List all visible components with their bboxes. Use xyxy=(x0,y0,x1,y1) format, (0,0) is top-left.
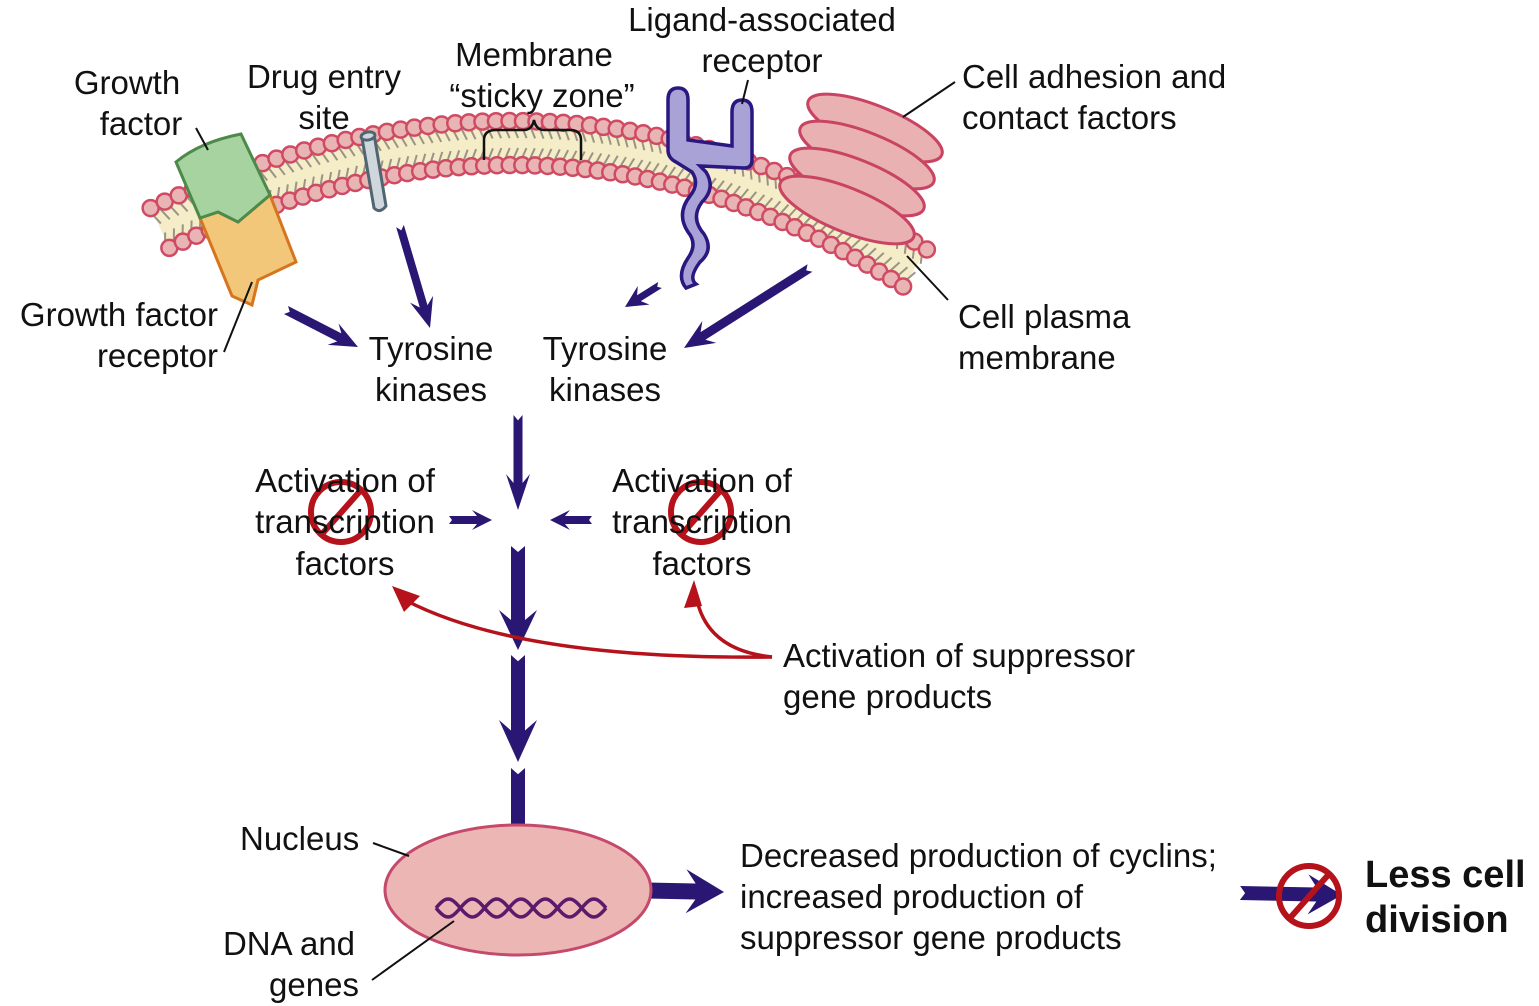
leader-growth-factor xyxy=(195,127,209,151)
suppressor-arrows xyxy=(392,580,773,659)
cell-adhesion-factors xyxy=(778,92,944,246)
label-transcription-right: Activation of xyxy=(612,462,793,499)
ligand-associated-receptor xyxy=(666,86,754,291)
sticky-zone-brace xyxy=(482,119,583,160)
receptor-y-head xyxy=(666,86,754,291)
label-outcome: Decreased production of cyclins; xyxy=(740,837,1217,874)
label-suppressor-products: Activation of suppressor xyxy=(783,637,1135,674)
arrow-receptor-to-kinase xyxy=(283,305,358,347)
label-growth-factor: Growth xyxy=(74,64,180,101)
label-cell-adhesion: contact factors xyxy=(962,99,1177,136)
drug-entry-site-channel xyxy=(359,130,388,213)
label-suppressor-products: gene products xyxy=(783,678,992,715)
svg-text:Membrane“sticky zone”: Membrane “sticky zone” xyxy=(449,36,634,114)
drug-entry-channel xyxy=(360,132,388,213)
labels: Growth factor Drug entry site Membrane “sti… xyxy=(20,1,1526,1003)
phospholipid-head xyxy=(917,240,937,259)
label-sticky-zone: “sticky zone” xyxy=(449,77,634,114)
nucleus xyxy=(383,823,653,957)
leader-nucleus xyxy=(372,842,410,857)
leader-plasma-membrane xyxy=(906,255,949,301)
growth-factor-receptor-complex xyxy=(174,132,298,308)
arrow-transcription-left-in xyxy=(449,510,492,530)
suppressor-arrowhead-right xyxy=(684,580,702,608)
label-transcription-right: factors xyxy=(652,545,751,582)
nucleus-group xyxy=(383,823,653,957)
label-result: Less cell xyxy=(1365,854,1526,896)
label-tyrosine-right: kinases xyxy=(549,371,661,408)
label-cell-adhesion: Cell adhesion and xyxy=(962,58,1226,95)
arrow-ligand-to-kinase xyxy=(625,282,662,307)
label-tyrosine-left: kinases xyxy=(375,371,487,408)
label-plasma-membrane: membrane xyxy=(958,339,1116,376)
label-sticky-zone: Membrane xyxy=(455,36,613,73)
label-tyrosine-right: Tyrosine xyxy=(543,330,668,367)
label-nucleus: Nucleus xyxy=(240,820,359,857)
leader-ligand-receptor xyxy=(741,79,749,105)
suppressor-curve-right xyxy=(694,594,773,659)
suppressor-curve-left xyxy=(404,598,773,659)
label-drug-entry: Drug entry xyxy=(247,58,402,95)
inhibit-symbol-left xyxy=(308,479,374,545)
label-gf-receptor: Growth factor xyxy=(20,296,218,333)
adhesion-disc xyxy=(778,174,916,246)
label-drug-entry: site xyxy=(298,99,349,136)
leader-dna xyxy=(371,920,455,981)
inhibit-symbol-result xyxy=(1276,863,1342,929)
arrow-cascade-1 xyxy=(499,546,537,650)
arrow-drug-to-kinase xyxy=(396,224,434,328)
label-dna-genes: genes xyxy=(269,966,359,1003)
signal-arrows xyxy=(283,224,1342,915)
svg-text:Decreased production of cyclin: Decreased production of cyclins; increase… xyxy=(740,837,1217,956)
label-tyrosine-left: Tyrosine xyxy=(369,330,494,367)
growth-factor xyxy=(174,132,272,224)
phospholipid-head xyxy=(893,277,913,296)
label-result: division xyxy=(1365,899,1509,941)
arrow-transcription-right-in xyxy=(550,510,592,530)
label-outcome: suppressor gene products xyxy=(740,919,1122,956)
label-transcription-left: factors xyxy=(295,545,394,582)
arrow-kinase-down xyxy=(506,415,530,510)
label-dna-genes: DNA and xyxy=(223,925,355,962)
leader-lines xyxy=(195,79,956,981)
label-outcome: increased production of xyxy=(740,878,1084,915)
dna-helix-icon xyxy=(434,897,608,919)
leader-adhesion xyxy=(902,81,956,118)
inhibit-symbol-right xyxy=(668,479,734,545)
leader-gf-receptor xyxy=(223,281,253,353)
suppressor-arrowhead-left xyxy=(392,586,420,612)
label-ligand-receptor: Ligand-associated xyxy=(628,1,896,38)
arrow-cascade-2 xyxy=(499,655,537,762)
arrow-nucleus-out xyxy=(619,869,724,914)
label-growth-factor: factor xyxy=(100,105,183,142)
label-transcription-left: transcription xyxy=(255,503,435,540)
label-ligand-receptor: receptor xyxy=(701,42,822,79)
label-plasma-membrane: Cell plasma xyxy=(958,298,1131,335)
label-transcription-right: transcription xyxy=(612,503,792,540)
drug-entry-channel-top xyxy=(359,130,377,142)
arrow-adhesion-to-kinase xyxy=(684,264,813,348)
label-transcription-left: Activation of xyxy=(255,462,436,499)
label-gf-receptor: receptor xyxy=(97,337,218,374)
